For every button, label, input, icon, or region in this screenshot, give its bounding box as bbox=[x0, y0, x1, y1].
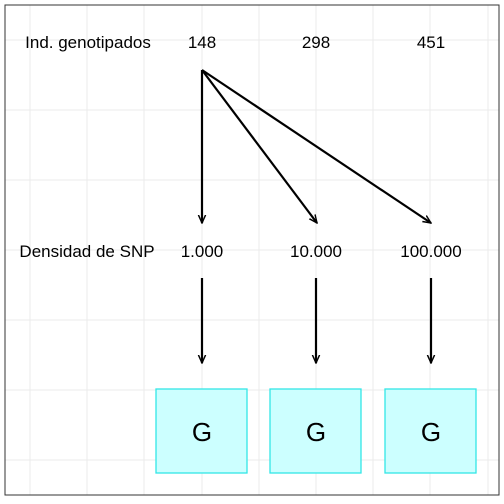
matrix-label-3: G bbox=[421, 417, 441, 447]
fanout-arrows bbox=[201, 69, 431, 223]
matrix-box-2 bbox=[269, 388, 362, 474]
density-value-3: 100.000 bbox=[400, 242, 461, 261]
genotyped-row-label: Ind. genotipados bbox=[25, 33, 151, 52]
matrix-label-1: G bbox=[192, 417, 212, 447]
arrow-to-density-2 bbox=[201, 69, 317, 223]
density-row-label: Densidad de SNP bbox=[19, 242, 154, 261]
panel-border bbox=[4, 4, 500, 496]
genotyped-value-1: 148 bbox=[188, 33, 216, 52]
matrix-box-3 bbox=[384, 388, 477, 474]
density-value-1: 1.000 bbox=[181, 242, 224, 261]
matrix-box-1 bbox=[155, 388, 248, 474]
matrix-arrows bbox=[202, 278, 431, 363]
density-value-2: 10.000 bbox=[290, 242, 342, 261]
genotyped-value-3: 451 bbox=[417, 33, 445, 52]
grid-lines bbox=[5, 5, 499, 495]
genotyped-value-2: 298 bbox=[302, 33, 330, 52]
arrow-to-density-3 bbox=[201, 69, 431, 223]
matrix-label-2: G bbox=[306, 417, 326, 447]
